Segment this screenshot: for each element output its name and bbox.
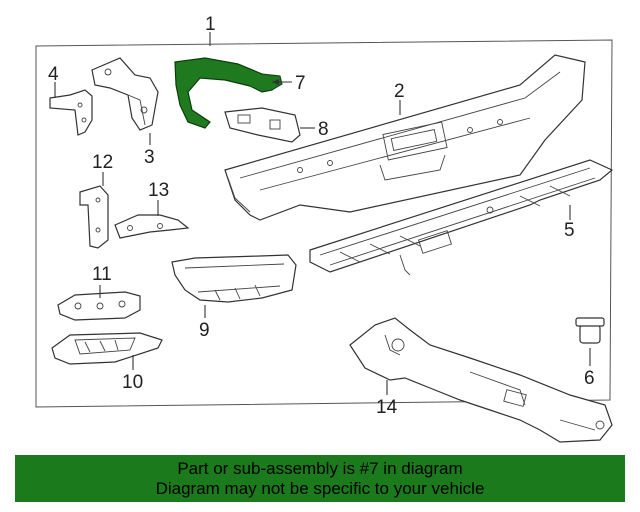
assembly-boundary (35, 39, 613, 408)
callout-10: 10 (122, 372, 143, 393)
mounting-bracket-part[interactable] (224, 107, 301, 143)
trailer-hitch-part[interactable] (349, 317, 613, 443)
callout-12: 12 (92, 152, 113, 173)
callout-1: 1 (205, 14, 216, 35)
callout-2: 2 (394, 81, 405, 102)
callout-7-arrow-icon (272, 79, 279, 85)
step-bracket-part[interactable] (57, 291, 141, 321)
step-pad-part[interactable] (309, 159, 614, 276)
callout-8: 8 (318, 119, 329, 140)
callout-9: 9 (199, 320, 210, 341)
callout-3: 3 (144, 147, 155, 168)
highlight-notice-banner: Part or sub-assembly is #7 in diagram Di… (15, 455, 625, 502)
callout-13: 13 (148, 180, 169, 201)
callout-11: 11 (92, 264, 112, 285)
step-pad-end-part[interactable] (171, 254, 297, 303)
callout-5: 5 (564, 220, 575, 241)
callout-4: 4 (48, 64, 59, 85)
callout-14: 14 (376, 397, 398, 418)
rear-bumper-part[interactable] (224, 54, 586, 221)
bumper-bracket-part[interactable] (91, 57, 159, 131)
callout-7: 7 (295, 73, 306, 94)
plug-part[interactable] (575, 317, 605, 344)
small-bracket-part[interactable] (114, 214, 190, 239)
banner-line-part-number: Part or sub-assembly is #7 in diagram (177, 459, 463, 478)
step-part[interactable] (51, 332, 163, 365)
side-bracket-part[interactable] (49, 89, 93, 136)
banner-line-disclaimer: Diagram may not be specific to your vehi… (155, 479, 485, 498)
vertical-bracket-part[interactable] (79, 185, 109, 249)
callout-6: 6 (584, 368, 595, 389)
exploded-parts-diagram: 1 2 3 4 5 6 7 8 9 10 11 12 13 14 (35, 14, 614, 443)
